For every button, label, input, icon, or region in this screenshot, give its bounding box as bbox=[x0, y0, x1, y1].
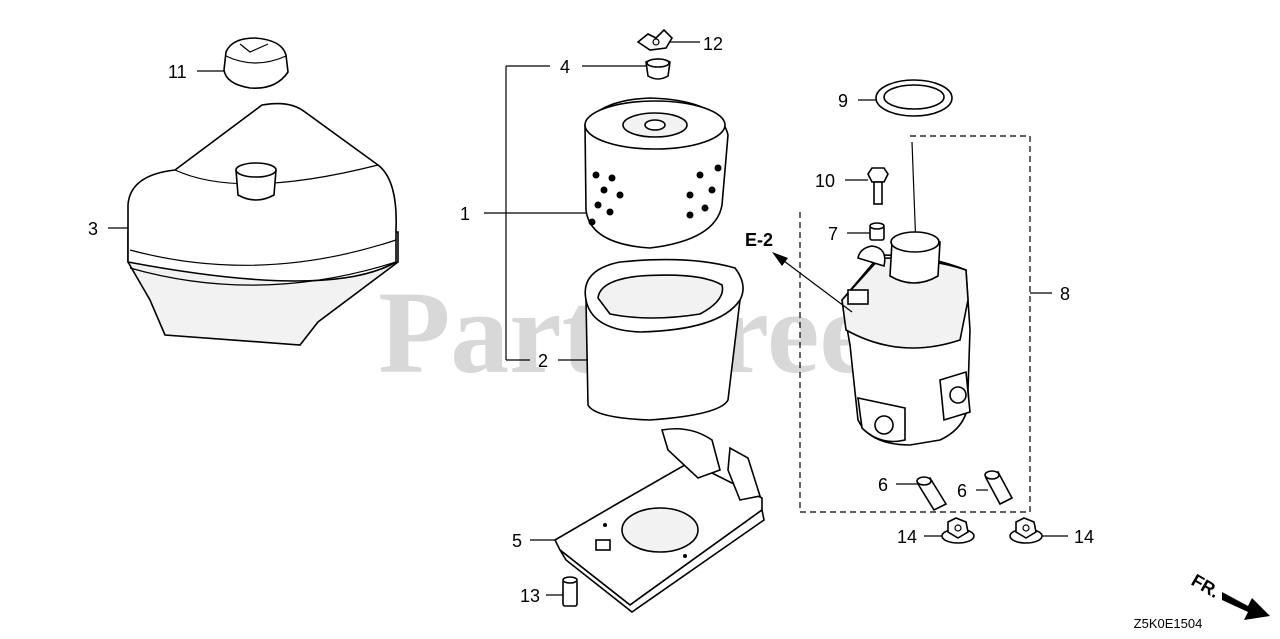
bolt[interactable] bbox=[867, 167, 889, 205]
collar[interactable] bbox=[869, 222, 885, 241]
callout-2: 2 bbox=[538, 351, 548, 371]
fuel-tank[interactable] bbox=[127, 102, 399, 346]
callout-6-right: 6 bbox=[957, 481, 967, 501]
outer-foam-element[interactable] bbox=[584, 258, 744, 421]
callout-9: 9 bbox=[838, 91, 848, 111]
callout-14-right: 14 bbox=[1074, 527, 1094, 547]
callout-10: 10 bbox=[815, 171, 835, 191]
callout-8: 8 bbox=[1060, 284, 1070, 304]
stud-bolt-left[interactable] bbox=[916, 476, 948, 512]
callout-13: 13 bbox=[520, 586, 540, 606]
callout-12: 12 bbox=[703, 34, 723, 54]
front-direction-indicator: FR. bbox=[1188, 570, 1270, 620]
wing-nut[interactable] bbox=[636, 28, 674, 51]
callout-1: 1 bbox=[460, 204, 470, 224]
callout-7: 7 bbox=[828, 224, 838, 244]
stud-bolt-right[interactable] bbox=[984, 470, 1014, 506]
front-arrow-icon bbox=[1222, 592, 1270, 620]
callout-6-left: 6 bbox=[878, 475, 888, 495]
fuel-cap[interactable] bbox=[223, 37, 289, 89]
grommet[interactable] bbox=[645, 58, 671, 80]
leader-lines bbox=[108, 41, 1068, 596]
air-cleaner-case[interactable] bbox=[553, 427, 765, 613]
callout-4: 4 bbox=[560, 57, 570, 77]
callout-14-left: 14 bbox=[897, 527, 917, 547]
sleeve[interactable] bbox=[562, 576, 578, 607]
reference-e2: E-2 bbox=[745, 230, 773, 250]
packing[interactable] bbox=[875, 79, 953, 117]
diagram-code: Z5K0E1504 bbox=[1134, 616, 1203, 631]
air-cleaner-element[interactable] bbox=[584, 97, 729, 249]
callout-5: 5 bbox=[512, 531, 522, 551]
callout-3: 3 bbox=[88, 219, 98, 239]
flange-nut-right[interactable] bbox=[1009, 517, 1043, 544]
front-label: FR. bbox=[1188, 570, 1223, 602]
air-cleaner-elbow[interactable] bbox=[841, 141, 971, 446]
flange-nut-left[interactable] bbox=[941, 517, 975, 544]
callout-11: 11 bbox=[168, 62, 187, 82]
